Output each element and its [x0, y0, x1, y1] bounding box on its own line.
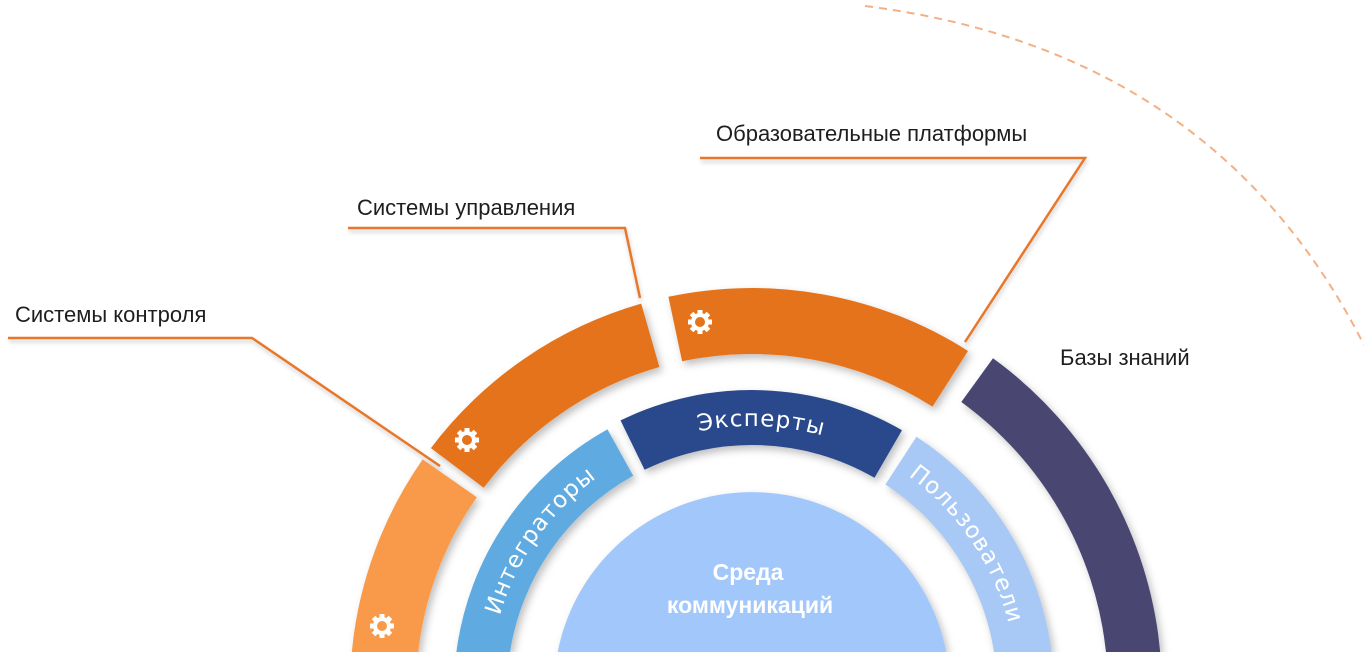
segment-education-platforms[interactable]	[668, 288, 968, 407]
segment-users[interactable]	[885, 436, 1052, 652]
segment-experts[interactable]	[620, 390, 903, 478]
segment-integrators[interactable]	[456, 429, 634, 652]
center-title-line1: Среда	[713, 559, 784, 585]
leader-line-management	[348, 226, 642, 299]
label-management-systems: Системы управления	[357, 195, 575, 220]
segment-management-systems[interactable]	[430, 303, 660, 488]
label-education-platforms: Образовательные платформы	[716, 121, 1027, 146]
center-circle[interactable]	[557, 492, 947, 652]
segment-knowledge-bases[interactable]	[961, 358, 1161, 652]
dashed-outer-arc	[864, 5, 1364, 346]
label-knowledge-bases: Базы знаний	[1060, 345, 1190, 370]
segment-control-systems[interactable]	[351, 459, 477, 652]
center-title-line2: коммуникаций	[667, 592, 833, 618]
label-control-systems: Системы контроля	[15, 302, 206, 327]
leader-line-control	[8, 336, 441, 468]
leader-line-education	[700, 156, 1088, 343]
